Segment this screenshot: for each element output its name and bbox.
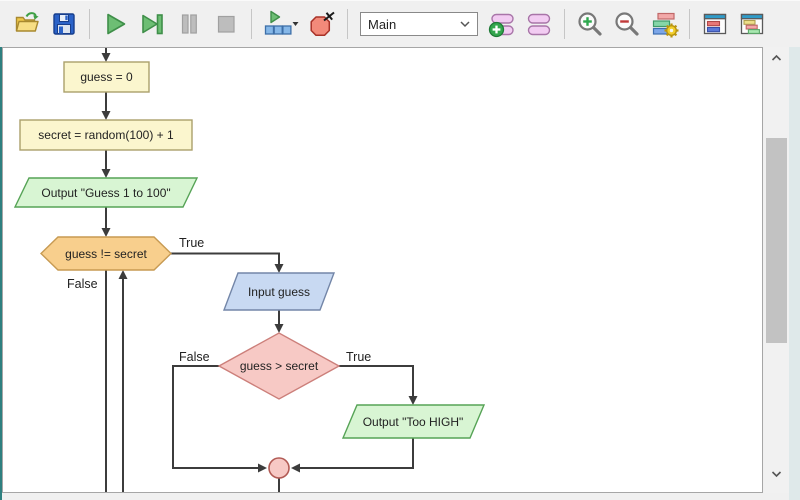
flowchart-canvas[interactable]: guess = 0 secret = random(100) + 1 Outpu… [2,47,763,493]
window-left-border [0,47,2,500]
step-forward-icon [142,14,163,35]
save-floppy-icon [53,13,75,35]
add-function-button[interactable] [485,6,519,42]
open-folder-icon [15,12,39,32]
variable-watch-settings-icon [652,12,679,38]
run-speed-button[interactable] [260,6,302,42]
step-button[interactable] [135,6,169,42]
tiled-window-layout-icon [740,13,764,35]
node-output-intro[interactable]: Output "Guess 1 to 100" [13,177,199,208]
flow-edges [105,48,414,492]
node-output-too-high[interactable]: Output "Too HIGH" [341,404,486,439]
node-label: Output "Guess 1 to 100" [41,186,170,200]
loop-false-label: False [67,277,98,291]
node-input-guess[interactable]: Input guess [222,272,336,311]
function-selector-value: Main [368,16,397,32]
toolbar-separator [564,9,565,39]
node-if-decision[interactable]: guess > secret [217,332,341,400]
pause-icon [181,14,197,34]
flowchart: guess = 0 secret = random(100) + 1 Outpu… [13,48,486,492]
console-window-layout-icon [703,13,727,35]
toolbar: Main [0,0,800,47]
node-label: Output "Too HIGH" [363,415,464,429]
if-true-label: True [346,350,371,364]
toolbar-separator [251,9,252,39]
toolbar-separator [689,9,690,39]
tiled-layout-button[interactable] [735,6,769,42]
node-assign-guess[interactable]: guess = 0 [63,61,150,93]
chevron-down-icon [771,471,782,478]
add-function-icon [488,13,514,38]
node-assign-secret[interactable]: secret = random(100) + 1 [19,119,193,151]
node-label: guess > secret [240,359,319,373]
open-button[interactable] [10,6,44,42]
zoom-out-button[interactable] [610,6,644,42]
pause-button[interactable] [172,6,206,42]
stop-button[interactable] [209,6,243,42]
node-while-loop[interactable]: guess != secret [39,236,173,271]
node-merge-connector[interactable] [268,457,290,479]
chevron-up-icon [771,54,782,61]
manage-functions-icon [527,13,551,36]
scrollbar-thumb[interactable] [766,138,787,343]
node-label: guess != secret [65,247,147,261]
flow-arrowheads [101,53,418,473]
chevron-down-icon [460,21,470,28]
clear-breakpoint-icon [310,11,335,37]
zoom-in-button[interactable] [573,6,607,42]
toolbar-separator [89,9,90,39]
console-layout-button[interactable] [698,6,732,42]
window-right-border [789,47,800,500]
variable-watch-button[interactable] [647,6,681,42]
if-false-label: False [179,350,210,364]
stop-icon [217,15,235,33]
vertical-scrollbar[interactable] [764,47,789,493]
run-play-icon [107,13,126,35]
run-button[interactable] [98,6,132,42]
zoom-in-icon [578,12,602,36]
save-button[interactable] [47,6,81,42]
toolbar-separator [347,9,348,39]
node-label: secret = random(100) + 1 [38,128,174,142]
scroll-up-button[interactable] [764,49,789,67]
clear-breakpoint-button[interactable] [305,6,339,42]
function-selector[interactable]: Main [360,12,478,36]
manage-functions-button[interactable] [522,6,556,42]
window-bottom-strip [2,493,764,500]
scroll-down-button[interactable] [764,465,789,483]
node-label: Input guess [248,285,310,299]
loop-true-label: True [179,236,204,250]
zoom-out-icon [615,12,639,36]
run-speed-dropdown-icon [264,10,299,35]
node-label: guess = 0 [80,70,133,84]
